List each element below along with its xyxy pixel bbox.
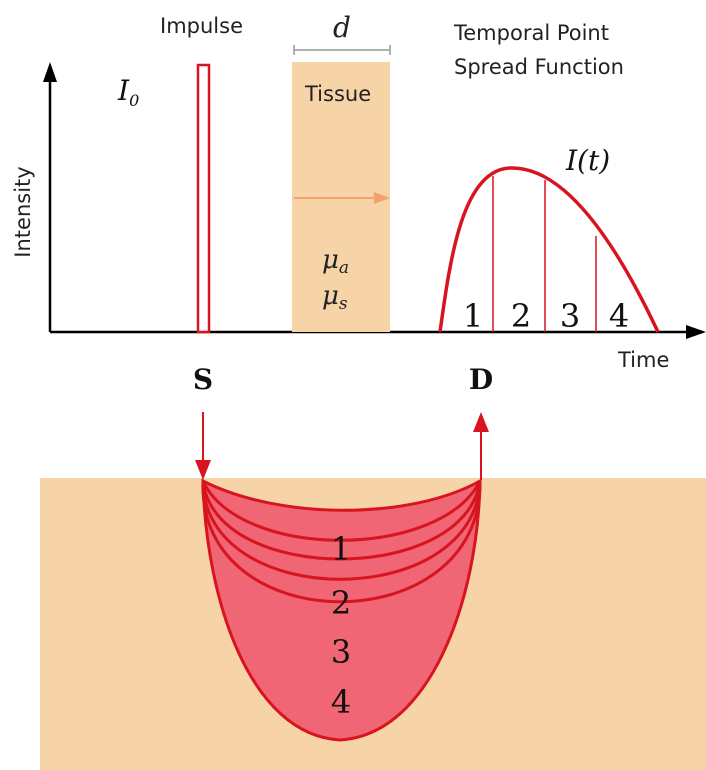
- it-label: I(t): [565, 144, 610, 177]
- source-label: S: [193, 363, 213, 396]
- y-axis-label: Intensity: [11, 166, 35, 257]
- i0-label: I0: [117, 74, 139, 110]
- path-label-1: 1: [331, 530, 351, 568]
- time-bin-label-1: 1: [463, 297, 483, 335]
- tpsf-curve: [438, 166, 660, 333]
- absorption-coefficient: μa: [322, 245, 349, 278]
- photon-path-arc-4: [201, 480, 482, 604]
- propagation-arrowhead: [374, 192, 390, 204]
- x-axis-label: Time: [617, 348, 669, 372]
- scattering-coefficient: μs: [322, 281, 348, 314]
- y-axis-arrowhead: [43, 62, 57, 82]
- detector-label: D: [469, 363, 493, 396]
- time-bin-label-2: 2: [511, 297, 531, 335]
- thickness-label: d: [333, 11, 351, 44]
- tissue-label: Tissue: [304, 82, 371, 106]
- time-bin-label-4: 4: [609, 297, 629, 335]
- impulse-pulse: [196, 63, 211, 334]
- photon-path-arc-2: [201, 480, 482, 561]
- path-label-2: 2: [331, 584, 351, 622]
- detector-arrowhead: [473, 412, 489, 432]
- path-label-4: 4: [331, 683, 351, 721]
- x-axis-arrowhead: [686, 325, 706, 339]
- impulse-label: Impulse: [160, 14, 243, 38]
- time-bin-label-3: 3: [560, 297, 580, 335]
- photon-path-arc-3: [201, 480, 482, 581]
- photon-path-region: [201, 478, 482, 742]
- tpsf-title-line1: Temporal Point: [453, 21, 609, 45]
- source-arrowhead: [195, 460, 211, 480]
- path-label-3: 3: [331, 633, 351, 671]
- photon-path-arc-1: [201, 480, 482, 542]
- tpsf-title-line2: Spread Function: [454, 55, 624, 79]
